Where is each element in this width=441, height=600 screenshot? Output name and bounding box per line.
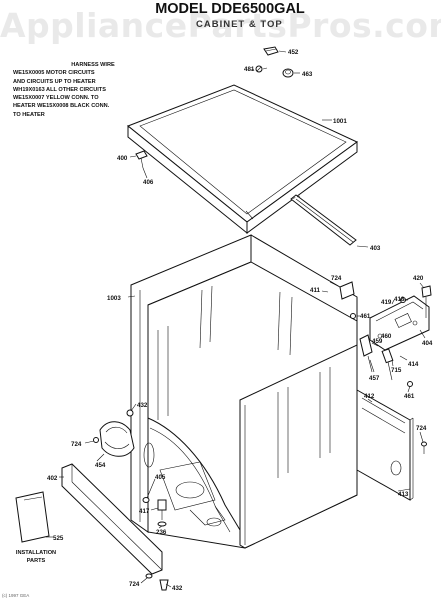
installation-parts-label: INSTALLATION PARTS — [6, 549, 66, 565]
label-413: 413 — [398, 491, 409, 498]
label-417: 417 — [139, 508, 150, 515]
top-clip-part[interactable] — [135, 150, 148, 169]
label-724-d: 724 — [129, 581, 140, 588]
label-454: 454 — [95, 462, 106, 469]
label-432-b: 432 — [172, 585, 183, 592]
foot-part[interactable] — [142, 441, 427, 579]
label-432-a: 432 — [137, 402, 148, 409]
label-402: 402 — [47, 475, 58, 482]
label-403: 403 — [370, 245, 381, 252]
label-1003: 1003 — [107, 295, 121, 302]
label-414: 414 — [408, 361, 419, 368]
label-452: 452 — [288, 49, 299, 56]
part-labels: 481 452 463 1001 400 406 403 1003 724 41… — [47, 49, 433, 592]
top-bumper-part[interactable] — [282, 68, 294, 78]
hinge-screw-part[interactable] — [93, 409, 134, 443]
label-418: 418 — [394, 296, 405, 303]
label-406: 406 — [143, 179, 154, 186]
harness-line: TO HEATER — [13, 111, 45, 118]
label-419: 419 — [381, 299, 392, 306]
label-405: 405 — [155, 474, 166, 481]
label-461-b: 461 — [404, 393, 415, 400]
door-hinge-part[interactable] — [99, 421, 135, 457]
watermark: AppliancePartsPros.com — [0, 6, 441, 45]
label-724-b: 724 — [71, 441, 82, 448]
harness-line: WH19X0163 ALL OTHER CIRCUITS — [13, 86, 106, 93]
harness-title: HARNESS WIRE — [71, 62, 115, 68]
control-bracket-part[interactable] — [369, 295, 430, 351]
label-724-c: 724 — [416, 425, 427, 432]
label-1001: 1001 — [333, 118, 347, 125]
toe-kick-panel-part[interactable] — [61, 463, 163, 575]
cord-clip-part[interactable] — [421, 285, 432, 318]
label-459: 459 — [372, 338, 383, 345]
cabinet-part[interactable] — [130, 234, 401, 549]
label-461-a: 461 — [360, 313, 371, 320]
rear-screw-part[interactable] — [159, 579, 169, 591]
label-457: 457 — [369, 375, 380, 382]
leader-lines — [46, 50, 426, 588]
model-title: MODEL DDE6500GAL — [155, 1, 305, 17]
top-screw-part[interactable] — [255, 65, 263, 73]
installation-line: PARTS — [26, 558, 46, 564]
label-525: 525 — [53, 535, 64, 542]
label-463: 463 — [302, 71, 313, 78]
harness-wire-note: HARNESS WIRE WE15X0005 MOTOR CIRCUITS AN… — [13, 61, 163, 119]
harness-line: AND CIRCUITS UP TO HEATER — [13, 78, 96, 85]
top-front-strip-part[interactable] — [290, 194, 357, 246]
label-400: 400 — [117, 155, 128, 162]
diagram-subtitle: CABINET & TOP — [196, 19, 283, 30]
label-420: 420 — [413, 275, 424, 282]
label-412: 412 — [364, 393, 375, 400]
installation-line: INSTALLATION — [15, 550, 57, 556]
footer-copyright: (c) 1997 GEA — [2, 593, 30, 598]
leveling-leg-part[interactable] — [157, 499, 167, 527]
switch-part[interactable] — [381, 348, 394, 381]
label-481: 481 — [244, 66, 255, 73]
harness-line: HEATER WE15X0008 BLACK CONN. — [13, 103, 110, 110]
installation-bag-part[interactable] — [15, 491, 50, 543]
terminal-block-part[interactable] — [339, 281, 355, 300]
top-panel-part[interactable] — [127, 84, 358, 235]
label-404: 404 — [422, 340, 433, 347]
wire-connector-part[interactable] — [359, 334, 373, 373]
label-411: 411 — [310, 287, 321, 294]
label-236: 236 — [156, 529, 167, 536]
harness-line: WE15X0007 YELLOW CONN. TO — [13, 95, 99, 102]
hinge-clip-part[interactable] — [263, 46, 279, 56]
label-460: 460 — [381, 333, 392, 340]
label-715: 715 — [391, 367, 402, 374]
side-rail-part[interactable] — [356, 389, 414, 501]
harness-line: WE15X0005 MOTOR CIRCUITS — [13, 70, 95, 77]
label-724-a: 724 — [331, 275, 342, 282]
